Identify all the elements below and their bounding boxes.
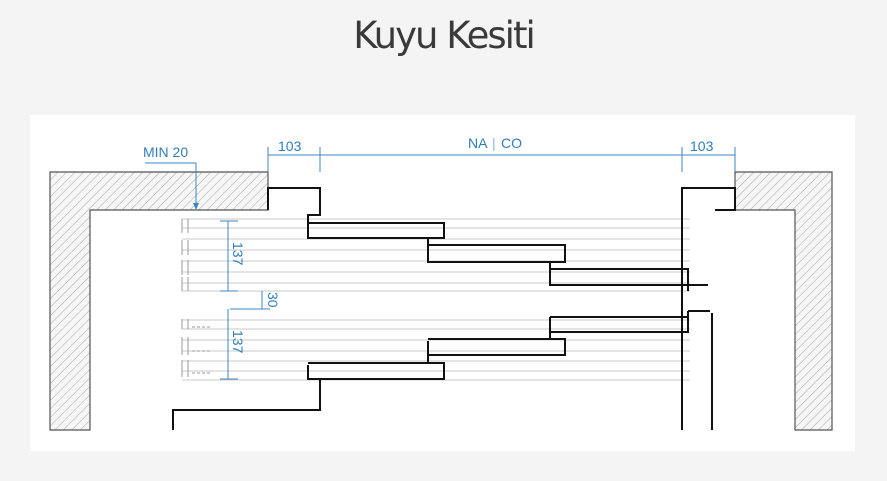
dimension-lines	[145, 147, 736, 380]
opening-separator-label: |	[492, 135, 496, 151]
opening-na-label: NA	[468, 135, 488, 151]
lower-panel-3	[549, 310, 710, 333]
opening-co-label: CO	[501, 135, 522, 151]
panel-gap-label: 30	[265, 292, 281, 308]
lower-panel-1	[307, 355, 445, 380]
page-title: Kuyu Kesiti	[353, 14, 536, 57]
upper-panel-3	[549, 268, 708, 291]
left-door-frame	[267, 187, 321, 222]
frame-left-label: 103	[278, 138, 302, 154]
right-wall	[734, 171, 833, 431]
left-bottom-frame	[172, 379, 321, 430]
min-clearance-label: MIN 20	[143, 144, 188, 160]
frame-right-label: 103	[690, 138, 714, 154]
lower-panel-2	[427, 332, 566, 356]
shaft-section-drawing: MIN 20 103 NA | CO 103 137 30 137	[30, 115, 855, 451]
shaft-section-svg: MIN 20 103 NA | CO 103 137 30 137	[49, 135, 833, 431]
upper-panel-1	[307, 222, 445, 246]
panel-group-top-label: 137	[230, 242, 246, 266]
left-wall	[49, 171, 269, 431]
panel-group-bottom-label: 137	[230, 330, 246, 354]
right-door-frame	[681, 187, 736, 430]
upper-panel-2	[427, 244, 566, 270]
